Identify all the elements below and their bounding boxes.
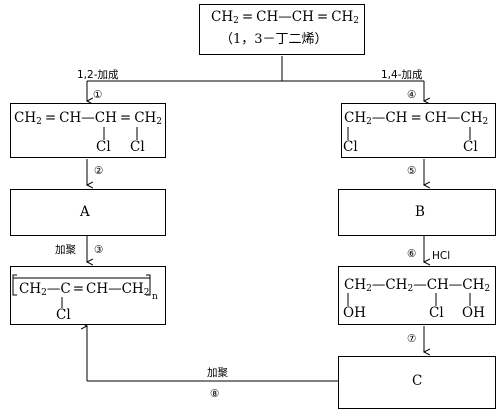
step-5-marker: ⑤ (407, 165, 417, 177)
butadiene-name: （1，3－丁二烯） (220, 32, 328, 47)
left-branch-label: 1,2-加成 (77, 69, 119, 81)
left-product-box (10, 103, 166, 158)
step-2-marker: ② (94, 165, 104, 177)
box-a-label: A (80, 204, 90, 220)
step-6-reagent: HCl (432, 250, 451, 262)
butadiene-formula: CH2=CH—CH=CH2 (211, 9, 360, 26)
diol-oh-1: OH (343, 305, 366, 321)
step-8-marker: ⑧ (210, 388, 220, 400)
left-product-cl-1: Cl (96, 139, 111, 155)
step-3-marker: ③ (94, 244, 104, 256)
diol-cl: Cl (429, 305, 444, 321)
left-product-cl-2: Cl (130, 139, 145, 155)
step-1-marker: ① (93, 89, 103, 101)
diol-oh-2: OH (462, 305, 485, 321)
left-product-formula: CH2=CH—CH=CH2 (14, 110, 163, 127)
right-product-cl-2: Cl (463, 139, 478, 155)
butadiene-box (199, 4, 365, 55)
right-branch-label: 1,4-加成 (381, 69, 423, 81)
diol-formula: CH2—CH2—CH—CH2 (344, 277, 491, 294)
right-product-cl-1: Cl (343, 139, 358, 155)
step-6-marker: ⑥ (407, 248, 417, 260)
step-3-label: 加聚 (55, 244, 76, 256)
polymer-box (10, 266, 166, 325)
step-4-marker: ④ (407, 89, 417, 101)
box-a (10, 189, 166, 236)
step-8-label: 加聚 (207, 367, 228, 379)
polymer-subscript-n: n (152, 292, 158, 302)
polymer-formula: CH2—C=CH—CH2 (19, 281, 150, 298)
right-product-formula: CH2—CH=CH—CH2 (344, 110, 489, 127)
polymer-cl: Cl (56, 307, 71, 323)
box-c (338, 356, 496, 409)
box-c-label: C (412, 373, 423, 389)
box-b (338, 189, 496, 236)
box-b-label: B (415, 204, 425, 220)
step-7-marker: ⑦ (407, 333, 417, 345)
